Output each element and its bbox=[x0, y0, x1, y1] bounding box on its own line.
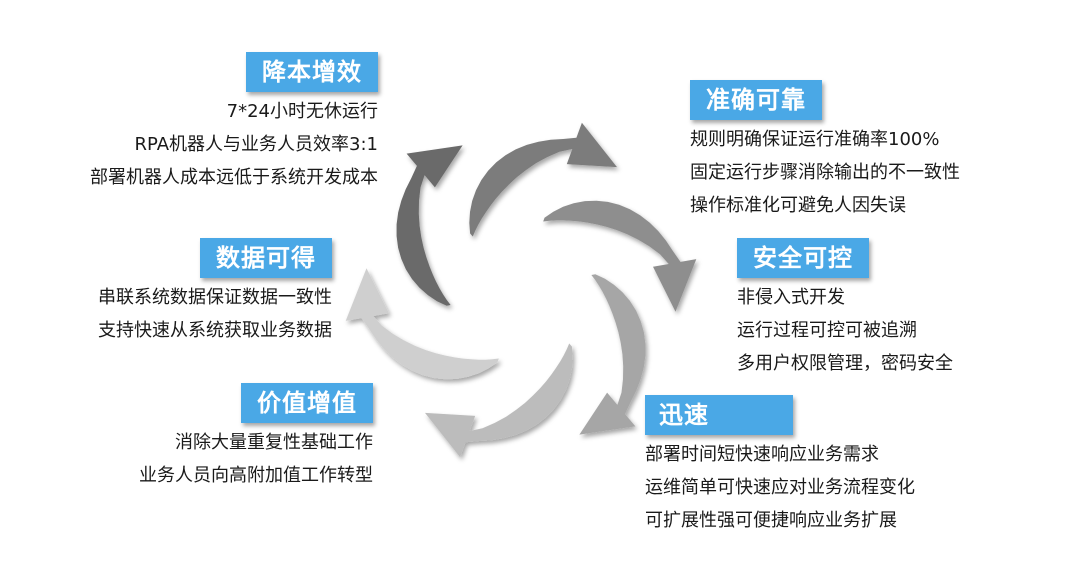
data-line-1: 串联系统数据保证数据一致性 bbox=[98, 287, 332, 308]
fast-line-2: 运维简单可快速应对业务流程变化 bbox=[645, 477, 915, 498]
fast-line-1: 部署时间短快速响应业务需求 bbox=[645, 444, 879, 465]
cycle-arrow-bottom bbox=[579, 274, 646, 435]
block-fast: 迅速 部署时间短快速响应业务需求 运维简单可快速应对业务流程变化 可扩展性强可便… bbox=[645, 395, 915, 537]
cycle-arrow-lower-left bbox=[425, 343, 573, 458]
block-secure-controllable: 安全可控 非侵入式开发 运行过程可控可被追溯 多用户权限管理，密码安全 bbox=[737, 238, 953, 380]
fast-line-3: 可扩展性强可便捷响应业务扩展 bbox=[645, 510, 897, 531]
cycle-arrow-upper-left bbox=[345, 268, 499, 380]
cost-line-3: 部署机器人成本远低于系统开发成本 bbox=[90, 167, 378, 188]
block-value-added: 价值增值 消除大量重复性基础工作 业务人员向高附加值工作转型 bbox=[139, 383, 373, 492]
block-cost-efficiency: 降本增效 7*24小时无休运行 RPA机器人与业务人员效率3:1 部署机器人成本… bbox=[90, 52, 378, 194]
reliable-line-2: 固定运行步骤消除输出的不一致性 bbox=[690, 162, 960, 183]
title-fast: 迅速 bbox=[645, 395, 793, 435]
cost-line-1: 7*24小时无休运行 bbox=[226, 101, 378, 122]
secure-line-2: 运行过程可控可被追溯 bbox=[737, 320, 917, 341]
cycle-arrow-top bbox=[396, 145, 463, 306]
cycle-arrow-upper-right bbox=[469, 122, 617, 237]
title-cost-efficiency: 降本增效 bbox=[246, 52, 378, 92]
value-line-1: 消除大量重复性基础工作 bbox=[175, 432, 373, 453]
title-secure-controllable: 安全可控 bbox=[737, 238, 869, 278]
secure-line-3: 多用户权限管理，密码安全 bbox=[737, 353, 953, 374]
block-data-available: 数据可得 串联系统数据保证数据一致性 支持快速从系统获取业务数据 bbox=[98, 238, 332, 347]
data-line-2: 支持快速从系统获取业务数据 bbox=[98, 320, 332, 341]
title-data-available: 数据可得 bbox=[200, 238, 332, 278]
value-line-2: 业务人员向高附加值工作转型 bbox=[139, 465, 373, 486]
block-accurate-reliable: 准确可靠 规则明确保证运行准确率100% 固定运行步骤消除输出的不一致性 操作标… bbox=[690, 80, 960, 222]
cycle-arrow-lower-right bbox=[543, 200, 697, 312]
title-value-added: 价值增值 bbox=[241, 383, 373, 423]
cost-line-2: RPA机器人与业务人员效率3:1 bbox=[134, 134, 379, 155]
reliable-line-3: 操作标准化可避免人因失误 bbox=[690, 195, 906, 216]
title-accurate-reliable: 准确可靠 bbox=[690, 80, 822, 120]
secure-line-1: 非侵入式开发 bbox=[737, 287, 845, 308]
reliable-line-1: 规则明确保证运行准确率100% bbox=[690, 129, 940, 150]
